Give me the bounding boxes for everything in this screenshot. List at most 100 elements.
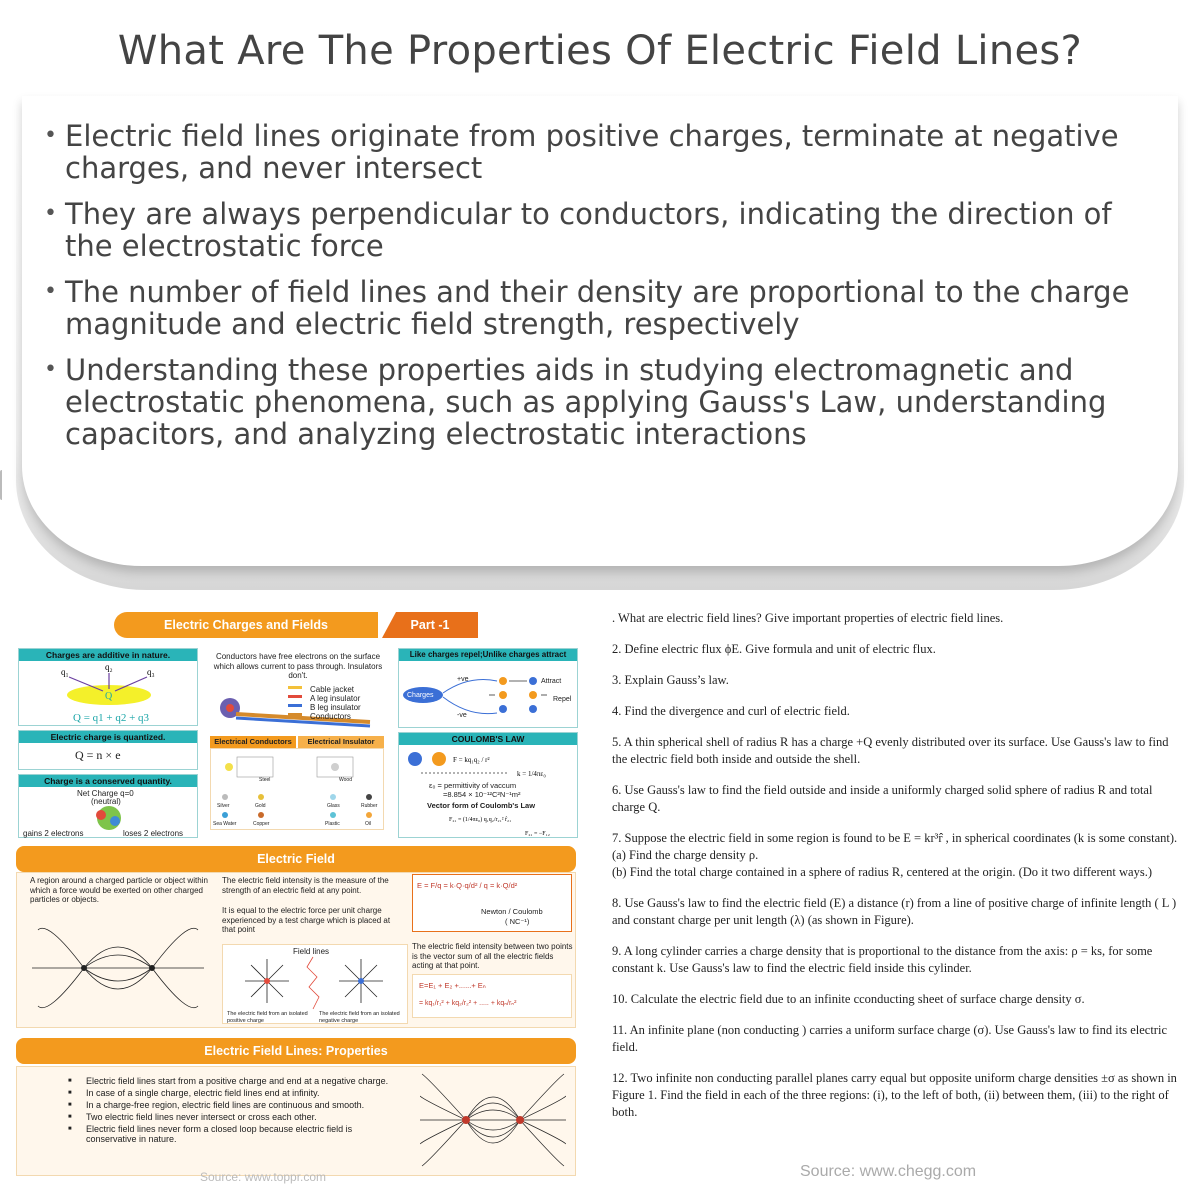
field-formula: E = F/q = k·Q·q/d² / q = k·Q/d² bbox=[417, 881, 518, 890]
infographic-banner: Electric Charges and Fields Part -1 bbox=[114, 612, 478, 638]
pos-label: +ve bbox=[457, 676, 469, 683]
question-item: 7. Suppose the electric field in some re… bbox=[612, 831, 1178, 879]
question-item: 11. An infinite plane (non conducting ) … bbox=[612, 1023, 1167, 1054]
cable-diagram bbox=[220, 686, 371, 728]
charge-q1: q₁ bbox=[61, 667, 69, 677]
gains-label: gains 2 electrons bbox=[23, 829, 84, 838]
neg-caption: The electric field from an isolated nega… bbox=[319, 1011, 400, 1024]
question-item: 2. Define electric flux ϕE. Give formula… bbox=[612, 642, 936, 656]
dipole-field-diagram bbox=[32, 928, 204, 1008]
svg-text:F = kq₁q₂ / r²: F = kq₁q₂ / r² bbox=[453, 756, 490, 764]
item-rubber: Rubber bbox=[361, 803, 378, 809]
sum-formula-box: E=E₁ + E₂ +......+ Eₙ = kq₁/r₁² + kq₂/r₂… bbox=[412, 974, 572, 1018]
question-item: 4. Find the divergence and curl of elect… bbox=[612, 704, 850, 718]
svg-text:F₂₁ = (1/4πε₀) q₁q₂/r₂₁² r̂₂₁: F₂₁ = (1/4πε₀) q₁q₂/r₂₁² r̂₂₁ bbox=[449, 816, 511, 823]
sum-formula-1: E=E₁ + E₂ +......+ Eₙ bbox=[419, 981, 486, 990]
properties-list: Electric field lines start from a positi… bbox=[68, 1076, 398, 1146]
additive-diagram: q₁ q₂ q₃ Q Q = q1 + q2 + q3 bbox=[61, 662, 155, 724]
property-item: Two electric field lines never intersect… bbox=[68, 1112, 398, 1122]
intensity-text-2: It is equal to the electric force per un… bbox=[222, 906, 391, 934]
bullet-item: They are always perpendicular to conduct… bbox=[44, 198, 1154, 262]
bullet-item: Understanding these properties aids in s… bbox=[44, 354, 1154, 450]
charge-q2: q₂ bbox=[105, 662, 113, 672]
banner-title: Electric Charges and Fields bbox=[114, 612, 378, 638]
additive-formula: Q = q1 + q2 + q3 bbox=[73, 712, 150, 724]
vector-formula: F₂₁ = (1/4πε₀) q₁q₂/r₂₁² r̂₂₁ F₂₁ = −F₁₂ bbox=[449, 816, 550, 837]
question-item: 10. Calculate the electric field due to … bbox=[612, 992, 1085, 1006]
repel-heading: Like charges repel;Unlike charges attrac… bbox=[399, 649, 577, 661]
edge-mark bbox=[0, 470, 4, 500]
question-item: 3. Explain Gauss’s law. bbox=[612, 673, 729, 687]
property-item: Electric field lines never form a closed… bbox=[68, 1124, 398, 1144]
infographic-source: Source: www.toppr.com bbox=[200, 1170, 327, 1184]
field-unit-2: ( NC⁻¹) bbox=[505, 917, 530, 926]
repel-label: Repel bbox=[553, 696, 572, 703]
banner-part: Part -1 bbox=[382, 612, 478, 638]
field-formula-box: E = F/q = k·Q·q/d² / q = k·Q/d² Newton /… bbox=[412, 874, 572, 932]
point-charge-fields bbox=[245, 956, 383, 1010]
attract-label: Attract bbox=[541, 678, 562, 685]
pos-caption: The electric field from an isolated posi… bbox=[227, 1011, 308, 1024]
legend-a-leg: A leg insulator bbox=[310, 694, 361, 703]
item-gold: Gold bbox=[255, 803, 266, 809]
item-wood: Wood bbox=[339, 777, 352, 783]
atom-icon bbox=[96, 806, 121, 830]
question-item: . What are electric field lines? Give im… bbox=[612, 611, 1004, 625]
field-unit: Newton / Coulomb bbox=[481, 907, 543, 916]
intensity-text-1: The electric field intensity is the meas… bbox=[222, 876, 389, 895]
neg-label: -ve bbox=[457, 712, 467, 719]
repel-box: Like charges repel;Unlike charges attrac… bbox=[398, 648, 578, 728]
charges-label: Charges bbox=[407, 692, 434, 699]
additive-box: Charges are additive in nature. q₁ q₂ q₃… bbox=[18, 648, 198, 726]
materials-box: Steel Wood Silver Gold Glass Rubber Sea … bbox=[210, 748, 384, 830]
properties-header: Electric Field Lines: Properties bbox=[16, 1038, 576, 1064]
coulomb-heading: COULOMB'S LAW bbox=[399, 733, 577, 745]
item-silver: Silver bbox=[217, 803, 230, 809]
page-title: What Are The Properties Of Electric Fiel… bbox=[117, 28, 1083, 74]
tab-conductors: Electrical Conductors bbox=[210, 736, 296, 748]
eps-text: ε₀ = permittivity of vaccum bbox=[429, 781, 517, 790]
quantized-heading: Electric charge is quantized. bbox=[19, 731, 197, 743]
field-definition: A region around a charged particle or ob… bbox=[30, 876, 208, 904]
legend-b-leg: B leg insulator bbox=[310, 703, 361, 712]
eps-value: =8.854 × 10⁻¹²C²N⁻¹m² bbox=[443, 790, 521, 799]
property-item: In case of a single charge, electric fie… bbox=[68, 1088, 398, 1098]
question-item: 6. Use Gauss's law to find the field out… bbox=[612, 783, 1153, 814]
electric-field-header: Electric Field bbox=[16, 846, 576, 872]
tab-insulator: Electrical Insulator bbox=[298, 736, 384, 748]
materials-diagram bbox=[222, 756, 372, 818]
quantized-formula: Q = n × e bbox=[75, 748, 121, 762]
item-sea-water: Sea Water bbox=[213, 821, 237, 827]
coulomb-box: COULOMB'S LAW F = kq₁q₂ / r² k = 1/4πε₀ … bbox=[398, 732, 578, 838]
summary-bullets: Electric field lines originate from posi… bbox=[44, 120, 1154, 464]
superposition-text: The electric field intensity between two… bbox=[412, 942, 573, 970]
vector-form-label: Vector form of Coulomb's Law bbox=[427, 801, 536, 810]
additive-heading: Charges are additive in nature. bbox=[19, 649, 197, 661]
quantized-box: Electric charge is quantized. Q = n × e bbox=[18, 730, 198, 770]
question-item: 5. A thin spherical shell of radius R ha… bbox=[612, 735, 1169, 766]
sum-formula-2: = kq₁/r₁² + kq₂/r₂² + ..... + kqₙ/rₙ² bbox=[419, 1000, 517, 1007]
center-q: Q bbox=[105, 691, 113, 702]
legend-cable-jacket: Cable jacket bbox=[310, 685, 355, 694]
property-item: Electric field lines start from a positi… bbox=[68, 1076, 398, 1086]
conserved-box: Charge is a conserved quantity. Net Char… bbox=[18, 774, 198, 838]
question-item: 12. Two infinite non conducting parallel… bbox=[612, 1071, 1177, 1119]
svg-text:k = 1/4πε₀: k = 1/4πε₀ bbox=[517, 770, 546, 778]
item-plastic: Plastic bbox=[325, 821, 340, 827]
net-charge: Net Charge q=0 bbox=[77, 789, 134, 798]
property-item: In a charge-free region, electric field … bbox=[68, 1100, 398, 1110]
field-lines-box: Field lines The electric field from an i… bbox=[222, 944, 408, 1024]
repel-diagram bbox=[403, 677, 547, 715]
bullet-item: The number of field lines and their dens… bbox=[44, 276, 1154, 340]
questions-source: Source: www.chegg.com bbox=[800, 1163, 977, 1180]
charge-q3: q₃ bbox=[147, 667, 155, 677]
legend-conductors: Conductors bbox=[310, 712, 351, 721]
field-lines-label: Field lines bbox=[293, 947, 330, 956]
conserved-heading: Charge is a conserved quantity. bbox=[19, 775, 197, 787]
loses-label: loses 2 electrons bbox=[123, 829, 184, 838]
item-steel: Steel bbox=[259, 777, 271, 783]
neutral-label: (neutral) bbox=[91, 797, 121, 806]
item-glass: Glass bbox=[327, 803, 340, 809]
item-oil: Oil bbox=[365, 821, 372, 827]
question-item: 9. A long cylinder carries a charge dens… bbox=[612, 944, 1153, 975]
